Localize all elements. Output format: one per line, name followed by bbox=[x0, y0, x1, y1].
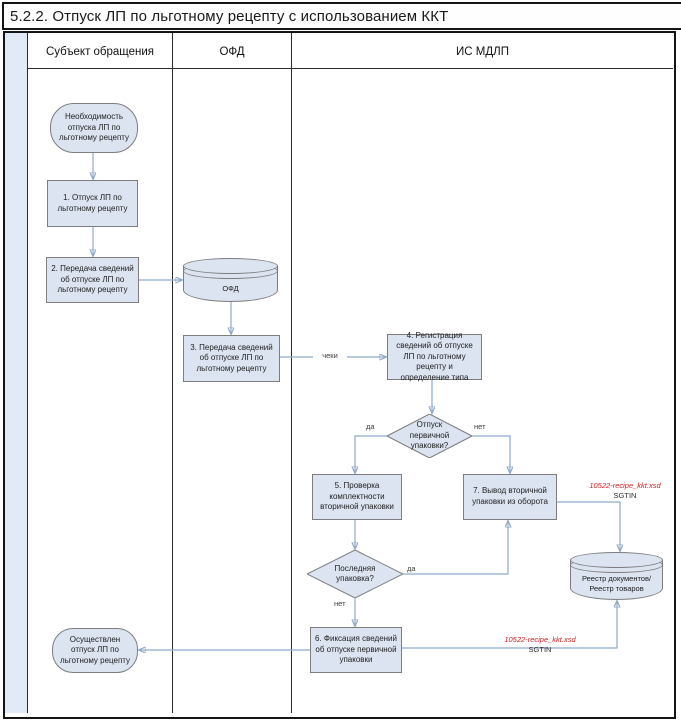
node-step2-label: 2. Передача сведений об отпуске ЛП по ль… bbox=[51, 264, 134, 295]
lane-header-divider bbox=[28, 68, 673, 69]
lane-header-ofd: ОФД bbox=[219, 46, 245, 58]
edge-label-yes-1: да bbox=[366, 422, 375, 431]
diamond-shape bbox=[307, 550, 403, 598]
node-step5-label: 5. Проверка комплектности вторичной упак… bbox=[320, 481, 394, 512]
node-end-label: Осуществлен отпуск ЛП по льготному рецеп… bbox=[59, 634, 131, 665]
node-decision-primary-package: Отпуск первичной упаковки? bbox=[387, 414, 472, 458]
node-step7-label: 7. Вывод вторичной упаковки из оборота bbox=[472, 486, 548, 506]
node-decision-last-package-label: Последняя упаковка? bbox=[334, 563, 376, 583]
diamond-shape bbox=[387, 414, 472, 458]
annotation-xsd-file-2: 10522-recipe_kkt.xsd bbox=[504, 635, 576, 644]
lane-divider-2 bbox=[291, 33, 292, 713]
node-step3-process: 3. Передача сведений об отпуске ЛП по ль… bbox=[183, 335, 280, 382]
diagram-title-bar: 5.2.2. Отпуск ЛП по льготному рецепту с … bbox=[2, 2, 681, 30]
edge-label-no-1: нет bbox=[474, 422, 486, 431]
cylinder-top bbox=[183, 258, 278, 274]
edge-label-cheki: чеки bbox=[313, 352, 347, 360]
node-registry-database-label: Реестр документов/Реестр товаров bbox=[581, 574, 652, 593]
annotation-sgtin-1: SGTIN bbox=[613, 490, 637, 500]
node-step1-label: 1. Отпуск ЛП по льготному рецепту bbox=[57, 192, 128, 213]
node-step6-label: 6. Фиксация сведений об отпуске первично… bbox=[315, 634, 397, 665]
annotation-xsd-sgtin-1: 10522-recipe_kkt.xsd SGTIN bbox=[572, 482, 678, 499]
cylinder-top bbox=[570, 552, 663, 568]
node-step2-process: 2. Передача сведений об отпуске ЛП по ль… bbox=[46, 257, 139, 303]
node-step7-process: 7. Вывод вторичной упаковки из оборота bbox=[463, 474, 557, 520]
swimlane-left-strip bbox=[5, 33, 28, 713]
node-decision-last-package: Последняя упаковка? bbox=[307, 550, 403, 598]
annotation-xsd-file-1: 10522-recipe_kkt.xsd bbox=[589, 481, 661, 490]
node-step4-process: 4. Регистрация сведений об отпуске ЛП по… bbox=[387, 331, 482, 382]
edge-label-yes-2: да bbox=[407, 564, 416, 573]
node-start-label: Необходимость отпуска ЛП по льготному ре… bbox=[58, 112, 130, 143]
annotation-xsd-sgtin-2: 10522-recipe_kkt.xsd SGTIN bbox=[488, 636, 592, 653]
lane-divider-1 bbox=[172, 33, 173, 713]
lane-header-subject: Субъект обращения bbox=[45, 46, 155, 58]
node-step3-label: 3. Передача сведений об отпуске ЛП по ль… bbox=[190, 342, 273, 373]
node-end-terminator: Осуществлен отпуск ЛП по льготному рецеп… bbox=[52, 628, 138, 673]
node-step6-process: 6. Фиксация сведений об отпуске первично… bbox=[310, 627, 402, 673]
edge-label-no-2: нет bbox=[334, 599, 346, 608]
node-registry-database: Реестр документов/Реестр товаров bbox=[570, 552, 663, 600]
node-decision-primary-package-label: Отпуск первичной упаковки? bbox=[409, 420, 450, 451]
node-step4-label: 4. Регистрация сведений об отпуске ЛП по… bbox=[396, 330, 473, 382]
node-step1-process: 1. Отпуск ЛП по льготному рецепту bbox=[47, 180, 138, 227]
diagram-title: 5.2.2. Отпуск ЛП по льготному рецепту с … bbox=[10, 7, 449, 25]
node-step5-process: 5. Проверка комплектности вторичной упак… bbox=[312, 474, 402, 520]
annotation-sgtin-2: SGTIN bbox=[528, 644, 552, 654]
node-ofd-database: ОФД bbox=[183, 258, 278, 302]
node-start-terminator: Необходимость отпуска ЛП по льготному ре… bbox=[50, 103, 138, 153]
lane-header-mdlp: ИС МДЛП bbox=[456, 46, 509, 58]
node-ofd-database-label: ОФД bbox=[222, 284, 239, 293]
